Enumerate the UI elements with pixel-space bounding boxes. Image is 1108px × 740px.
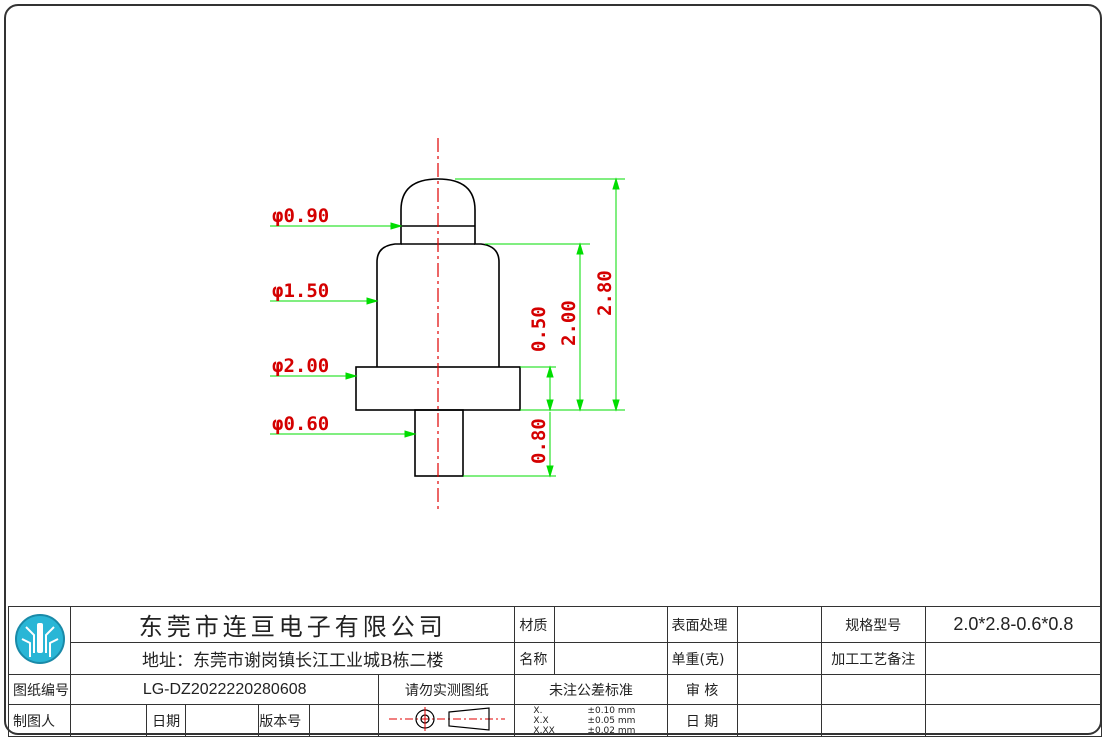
dia-body-label: φ1.50 bbox=[272, 280, 329, 302]
name-value bbox=[554, 642, 668, 675]
title-block: 东莞市连亘电子有限公司 材质 表面处理 规格型号 2.0*2.8-0.6*0.8… bbox=[7, 606, 1103, 737]
surface-value bbox=[736, 606, 822, 643]
material-label: 材质 bbox=[514, 606, 556, 643]
tol-format: X.X bbox=[533, 715, 549, 726]
projection-symbol bbox=[378, 704, 516, 737]
review-value bbox=[736, 674, 822, 705]
no-measure-note: 请勿实测图纸 bbox=[378, 674, 516, 705]
len-flange-label: 0.50 bbox=[528, 306, 550, 352]
company-logo bbox=[7, 606, 72, 675]
tolerance-table: X. ±0.10 mm X.X ±0.05 mm X.XX ±0.02 mm bbox=[514, 704, 668, 737]
drawing-no-label: 图纸编号 bbox=[7, 674, 72, 705]
blank-cell-a bbox=[820, 674, 926, 705]
body-shoulder bbox=[376, 226, 500, 367]
part-outline bbox=[355, 178, 521, 477]
process-value bbox=[924, 642, 1103, 675]
tail bbox=[414, 409, 464, 477]
date-label: 日期 bbox=[148, 705, 187, 736]
drawing-no-value: LG-DZ2022220280608 bbox=[70, 674, 380, 705]
blank-cell-c bbox=[820, 704, 926, 737]
tol-value: ±0.10 mm bbox=[587, 705, 636, 716]
tol-format: X.XX bbox=[533, 725, 555, 736]
version-cell: 版本号 bbox=[258, 704, 380, 737]
review-label: 审 核 bbox=[666, 674, 738, 705]
weight-label: 单重(克) bbox=[666, 642, 738, 675]
tol-value: ±0.02 mm bbox=[587, 725, 636, 736]
dia-head-label: φ0.90 bbox=[272, 205, 329, 227]
tolerance-row: X.X ±0.05 mm bbox=[533, 716, 662, 726]
version-value bbox=[309, 705, 378, 736]
company-address: 地址：东莞市谢岗镇长江工业城B栋二楼 bbox=[70, 642, 516, 675]
tolerance-title: 未注公差标准 bbox=[514, 674, 668, 705]
dimension-lines bbox=[270, 177, 625, 478]
spec-value: 2.0*2.8-0.6*0.8 bbox=[924, 606, 1103, 643]
blank-cell-b bbox=[924, 674, 1103, 705]
date-value-2 bbox=[736, 704, 822, 737]
len-total-label: 2.80 bbox=[594, 270, 616, 316]
len-upper-label: 2.00 bbox=[558, 300, 580, 346]
company-name: 东莞市连亘电子有限公司 bbox=[70, 606, 516, 643]
date-value bbox=[186, 706, 258, 736]
dia-flange-label: φ2.00 bbox=[272, 355, 329, 377]
tolerance-row: X.XX ±0.02 mm bbox=[533, 726, 662, 736]
version-label: 版本号 bbox=[259, 713, 302, 730]
logo-icon bbox=[14, 613, 65, 664]
technical-drawing: φ0.90 φ1.50 φ2.00 φ0.60 2.80 2.00 0.50 0… bbox=[270, 138, 625, 510]
name-label: 名称 bbox=[514, 642, 556, 675]
blank-cell-d bbox=[924, 704, 1103, 737]
dia-tail-label: φ0.60 bbox=[272, 413, 329, 435]
drafter-label: 制图人 bbox=[7, 704, 72, 737]
weight-value bbox=[736, 642, 822, 675]
len-tail-label: 0.80 bbox=[528, 418, 550, 464]
tolerance-row: X. ±0.10 mm bbox=[533, 706, 662, 716]
surface-label: 表面处理 bbox=[666, 606, 738, 643]
spec-label: 规格型号 bbox=[820, 606, 926, 643]
tol-value: ±0.05 mm bbox=[587, 715, 636, 726]
material-value bbox=[554, 606, 668, 643]
head-dome bbox=[400, 178, 476, 226]
tol-format: X. bbox=[533, 705, 543, 716]
date-label-2: 日 期 bbox=[666, 704, 738, 737]
third-angle-projection-icon bbox=[388, 706, 505, 731]
process-label: 加工工艺备注 bbox=[820, 642, 926, 675]
drafter-value bbox=[70, 704, 148, 737]
date-cell: 日期 bbox=[146, 704, 260, 737]
